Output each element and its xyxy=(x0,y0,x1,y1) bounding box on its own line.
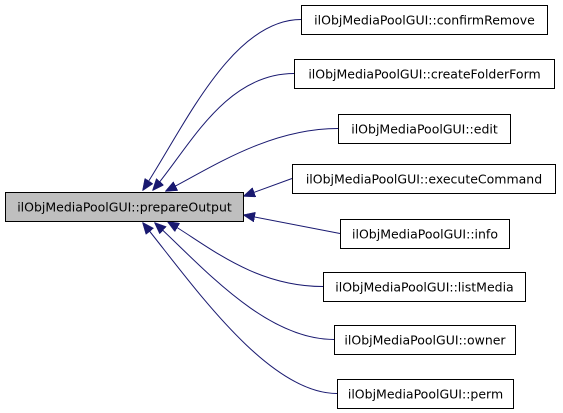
node-perm[interactable]: ilObjMediaPoolGUI::perm xyxy=(337,379,514,409)
node-label: ilObjMediaPoolGUI::owner xyxy=(344,333,506,348)
focus-node-prepare-output[interactable]: ilObjMediaPoolGUI::prepareOutput xyxy=(5,192,244,222)
edge-confirm-remove-to-prepare-output xyxy=(143,19,302,191)
node-create-folder-form[interactable]: ilObjMediaPoolGUI::createFolderForm xyxy=(294,59,555,89)
node-label: ilObjMediaPoolGUI::confirmRemove xyxy=(314,13,535,28)
edge-list-media-to-prepare-output xyxy=(168,222,324,287)
node-box xyxy=(338,114,511,144)
node-label: ilObjMediaPoolGUI::edit xyxy=(351,122,498,137)
node-box xyxy=(292,164,556,194)
node-box xyxy=(340,219,510,249)
node-box xyxy=(334,325,516,355)
node-label: ilObjMediaPoolGUI::executeCommand xyxy=(306,172,542,187)
node-label: ilObjMediaPoolGUI::createFolderForm xyxy=(308,67,540,82)
node-label: ilObjMediaPoolGUI::prepareOutput xyxy=(17,200,232,215)
node-label: ilObjMediaPoolGUI::perm xyxy=(348,387,503,402)
node-info[interactable]: ilObjMediaPoolGUI::info xyxy=(340,219,510,249)
nodes-layer: ilObjMediaPoolGUI::prepareOutputilObjMed… xyxy=(5,5,556,409)
edge-create-folder-form-to-prepare-output xyxy=(153,73,295,191)
node-box xyxy=(5,192,244,222)
node-confirm-remove[interactable]: ilObjMediaPoolGUI::confirmRemove xyxy=(301,5,548,35)
node-box xyxy=(337,379,514,409)
edge-perm-to-prepare-output xyxy=(143,223,338,394)
node-label: ilObjMediaPoolGUI::info xyxy=(352,227,498,242)
node-box xyxy=(294,59,555,89)
node-edit[interactable]: ilObjMediaPoolGUI::edit xyxy=(338,114,511,144)
node-box xyxy=(323,272,526,302)
edge-info-to-prepare-output xyxy=(244,215,341,234)
node-box xyxy=(301,5,548,35)
node-owner[interactable]: ilObjMediaPoolGUI::owner xyxy=(334,325,516,355)
node-execute-command[interactable]: ilObjMediaPoolGUI::executeCommand xyxy=(292,164,556,194)
node-label: ilObjMediaPoolGUI::listMedia xyxy=(335,280,513,295)
edge-owner-to-prepare-output xyxy=(155,223,335,340)
edges-layer xyxy=(143,19,341,394)
edge-edit-to-prepare-output xyxy=(166,128,339,192)
edge-execute-command-to-prepare-output xyxy=(244,178,293,197)
node-list-media[interactable]: ilObjMediaPoolGUI::listMedia xyxy=(323,272,526,302)
